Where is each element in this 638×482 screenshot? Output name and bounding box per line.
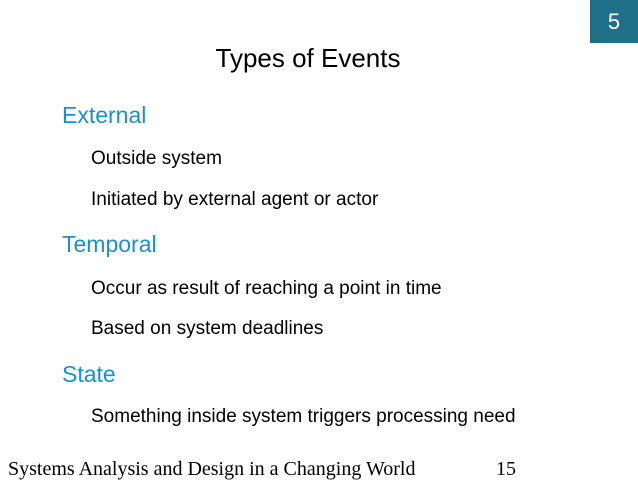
section-heading-temporal: Temporal bbox=[62, 231, 157, 257]
chapter-badge: 5 bbox=[590, 0, 638, 43]
page-number: 15 bbox=[496, 458, 516, 480]
list-item: Outside system bbox=[91, 148, 222, 169]
section-heading-state: State bbox=[62, 361, 116, 387]
list-item: Based on system deadlines bbox=[91, 318, 324, 339]
footer-text: Systems Analysis and Design in a Changin… bbox=[8, 458, 416, 480]
slide-title: Types of Events bbox=[215, 43, 401, 73]
list-item: Initiated by external agent or actor bbox=[91, 189, 379, 210]
list-item: Something inside system triggers process… bbox=[91, 406, 516, 427]
list-item: Occur as result of reaching a point in t… bbox=[91, 278, 442, 299]
section-heading-external: External bbox=[62, 102, 147, 128]
chapter-number: 5 bbox=[607, 8, 621, 34]
